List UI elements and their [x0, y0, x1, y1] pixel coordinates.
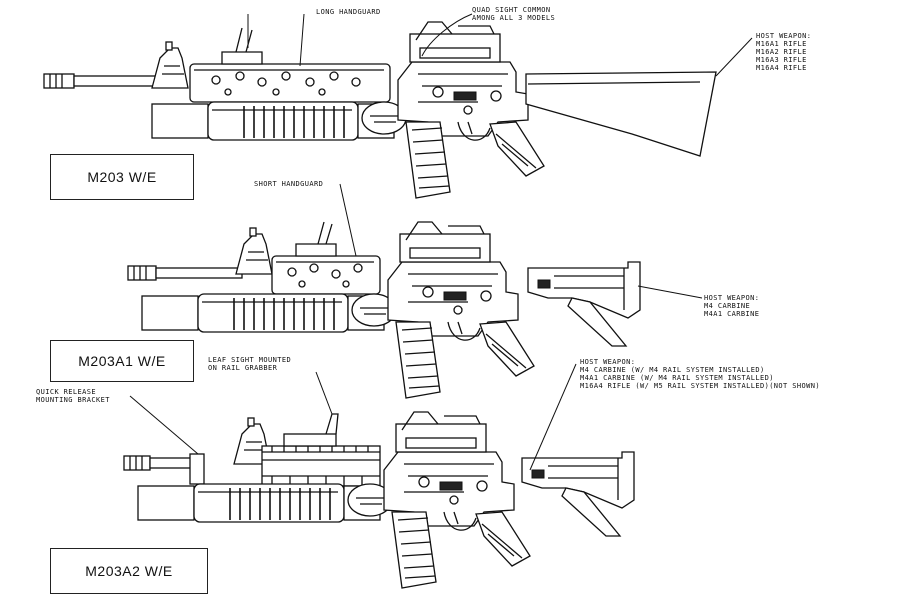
host-rail-line-3: M4A1 CARBINE (W/ M4 RAIL SYSTEM INSTALLE… [580, 374, 774, 382]
leaf-sight-line-1: LEAF SIGHT MOUNTED [208, 356, 292, 364]
long-handguard-callout: LONG HANDGUARD [316, 8, 381, 16]
quick-release-callout: QUICK RELEASE MOUNTING BRACKET [36, 388, 110, 404]
host-rail-line-1: HOST WEAPON: [580, 358, 636, 366]
host-weapon-rifle-callout: HOST WEAPON: M16A1 RIFLE M16A2 RIFLE M16… [756, 32, 811, 72]
m203a2-rail-drawing [123, 411, 635, 589]
host-rifle-line-2: M16A1 RIFLE [756, 40, 807, 48]
host-carbine-line-3: M4A1 CARBINE [704, 310, 760, 318]
long-handguard-label: LONG HANDGUARD [316, 8, 381, 16]
host-weapon-rail-callout: HOST WEAPON: M4 CARBINE (W/ M4 RAIL SYST… [580, 358, 820, 390]
model-label-m203: M203 W/E [50, 154, 194, 200]
model-label-m203a2: M203A2 W/E [50, 548, 208, 594]
host-carbine-line-1: HOST WEAPON: [704, 294, 760, 302]
quad-sight-callout: QUAD SIGHT COMMON AMONG ALL 3 MODELS [472, 6, 555, 22]
model-label-m203-text: M203 W/E [87, 169, 157, 185]
host-carbine-line-2: M4 CARBINE [704, 302, 751, 310]
leaf-sight-line-2: ON RAIL GRABBER [208, 364, 278, 372]
m203-rifle-drawing [43, 21, 717, 199]
quick-release-line-2: MOUNTING BRACKET [36, 396, 110, 404]
host-rail-line-2: M4 CARBINE (W/ M4 RAIL SYSTEM INSTALLED) [580, 366, 765, 374]
quad-sight-line-2: AMONG ALL 3 MODELS [472, 14, 556, 22]
quick-release-line-1: QUICK RELEASE [36, 388, 96, 396]
short-handguard-label: SHORT HANDGUARD [254, 180, 324, 188]
leader-lines [129, 13, 753, 471]
host-rifle-line-5: M16A4 RIFLE [756, 64, 807, 72]
host-rifle-line-4: M16A3 RIFLE [756, 56, 807, 64]
model-label-m203a1-text: M203A1 W/E [78, 353, 166, 369]
host-rifle-line-1: HOST WEAPON: [756, 32, 812, 40]
host-weapon-carbine-callout: HOST WEAPON: M4 CARBINE M4A1 CARBINE [704, 294, 759, 318]
host-rifle-line-3: M16A2 RIFLE [756, 48, 807, 56]
host-rail-line-4: M16A4 RIFLE (W/ M5 RAIL SYSTEM INSTALLED… [580, 382, 820, 390]
m203a1-carbine-drawing [127, 221, 641, 399]
model-label-m203a2-text: M203A2 W/E [85, 563, 173, 579]
quad-sight-line-1: QUAD SIGHT COMMON [472, 6, 551, 14]
leaf-sight-callout: LEAF SIGHT MOUNTED ON RAIL GRABBER [208, 356, 291, 372]
model-label-m203a1: M203A1 W/E [50, 340, 194, 382]
short-handguard-callout: SHORT HANDGUARD [254, 180, 323, 188]
